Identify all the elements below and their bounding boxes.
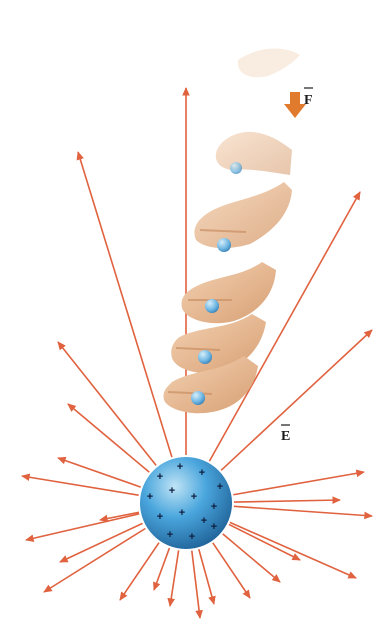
test-charge-icon — [191, 391, 205, 405]
field-line — [234, 500, 340, 502]
hand-sequence — [163, 49, 300, 414]
field-line — [192, 551, 200, 618]
plus-charge-icon: + — [199, 467, 205, 479]
plus-charge-icon: + — [191, 491, 197, 503]
plus-charge-icon: + — [167, 529, 173, 541]
svg-text:E: E — [281, 429, 290, 444]
force-arrow-icon — [284, 92, 306, 118]
field-label: E — [281, 425, 290, 444]
plus-charge-icon: + — [177, 461, 183, 473]
plus-charge-icon: + — [157, 471, 163, 483]
plus-charge-icon: + — [179, 507, 185, 519]
field-line — [58, 458, 141, 487]
field-line — [78, 152, 172, 457]
plus-charge-icon: + — [211, 501, 217, 513]
field-line — [68, 404, 149, 472]
field-line — [22, 476, 139, 495]
test-charge-icon — [230, 162, 242, 174]
field-line — [229, 524, 300, 560]
field-line — [199, 549, 214, 604]
test-charge-icon — [217, 238, 231, 252]
plus-charge-icon: + — [169, 485, 175, 497]
plus-charge-icon: + — [157, 511, 163, 523]
plus-charge-icon: + — [211, 521, 217, 533]
positively-charged-sphere-icon: ++++++++++++++ — [140, 457, 232, 549]
hand-icon — [194, 182, 292, 248]
field-line — [154, 548, 169, 590]
svg-text:F: F — [304, 93, 313, 108]
plus-charge-icon: + — [189, 531, 195, 543]
hand-icon — [216, 132, 292, 175]
plus-charge-icon: + — [201, 515, 207, 527]
force-label: F — [304, 88, 313, 108]
field-line — [44, 528, 145, 592]
test-charge-icon — [205, 299, 219, 313]
test-charge-icon — [198, 350, 212, 364]
hand-icon — [238, 49, 300, 78]
plus-charge-icon: + — [147, 491, 153, 503]
plus-charge-icon: + — [217, 481, 223, 493]
field-line — [230, 522, 356, 578]
field-line — [120, 543, 159, 600]
field-line — [170, 550, 179, 606]
field-line — [233, 472, 364, 495]
field-line — [26, 514, 139, 540]
field-line — [234, 506, 372, 516]
hand-icon — [181, 262, 276, 323]
